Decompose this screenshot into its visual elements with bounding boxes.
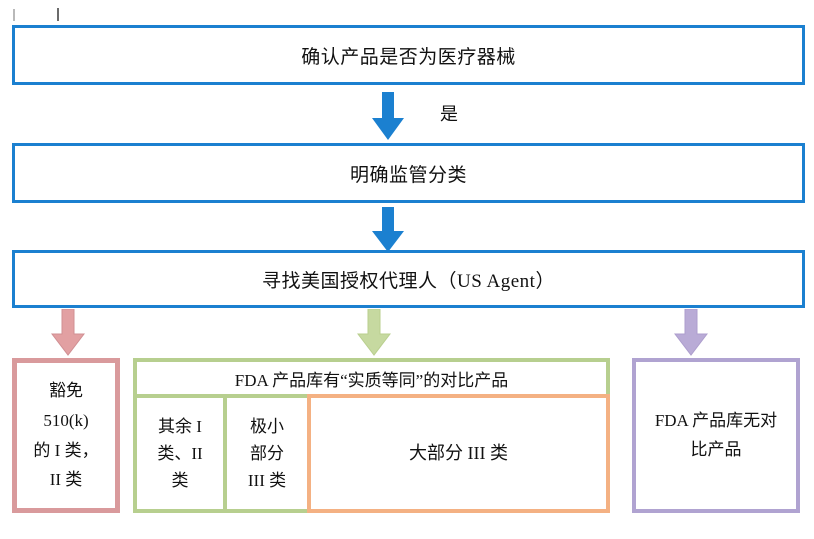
outcome-line: 的 I 类， — [33, 440, 99, 460]
arrow-down-icon — [371, 92, 405, 141]
outcome-line: II 类 — [49, 470, 83, 490]
outcome-group-body: 其余 I 类、II 类 极小 部分 III 类 大部分 III 类 — [137, 394, 610, 513]
arrow-down-icon — [51, 309, 85, 356]
outcome-box-text: 豁免 510(k) 的 I 类， II 类 — [33, 376, 98, 495]
outcome-line: 大部分 III 类 — [409, 443, 508, 464]
process-box-label: 寻找美国授权代理人（US Agent） — [262, 270, 555, 292]
process-box-label: 确认产品是否为医疗器械 — [301, 46, 516, 68]
outcome-cell-most-class-iii[interactable]: 大部分 III 类 — [307, 394, 610, 513]
outcome-cell-small-part-class-iii[interactable]: 极小 部分 III 类 — [227, 398, 307, 509]
process-box-label: 明确监管分类 — [349, 164, 467, 186]
outcome-line: 类 — [171, 471, 189, 491]
outcome-cell-text: 极小 部分 III 类 — [248, 413, 286, 495]
ruler-tick-mark — [13, 9, 15, 21]
process-box-regulatory-class[interactable]: 明确监管分类 — [12, 143, 805, 203]
outcome-line: 部分 — [249, 443, 284, 463]
ruler-tick-mark — [57, 8, 59, 21]
outcome-group-header: FDA 产品库有“实质等同”的对比产品 — [137, 362, 606, 398]
outcome-box-exempt-510k[interactable]: 豁免 510(k) 的 I 类， II 类 — [12, 358, 120, 513]
outcome-line: 类、II — [157, 443, 203, 463]
outcome-line: 510(k) — [43, 410, 89, 430]
outcome-box-no-predicate[interactable]: FDA 产品库无对 比产品 — [632, 358, 800, 513]
outcome-cell-text: 其余 I 类、II 类 — [157, 413, 202, 495]
outcome-line: FDA 产品库无对 — [654, 411, 778, 431]
outcome-line: 极小 — [249, 416, 284, 436]
outcome-line: 豁免 — [48, 381, 83, 400]
process-box-us-agent[interactable]: 寻找美国授权代理人（US Agent） — [12, 250, 805, 308]
outcome-cell-remaining-class-i-ii[interactable]: 其余 I 类、II 类 — [137, 398, 227, 509]
arrow-down-icon — [674, 309, 708, 356]
outcome-line: III 类 — [247, 471, 287, 491]
outcome-group-substantially-equivalent[interactable]: FDA 产品库有“实质等同”的对比产品 其余 I 类、II 类 极小 部分 II… — [133, 358, 610, 513]
outcome-line: 其余 I — [158, 416, 202, 436]
connector-label-yes: 是 — [440, 104, 458, 124]
outcome-box-text: FDA 产品库无对 比产品 — [655, 407, 777, 463]
arrow-down-icon — [357, 309, 391, 356]
process-box-confirm-device[interactable]: 确认产品是否为医疗器械 — [12, 25, 805, 85]
arrow-down-icon — [371, 207, 405, 253]
outcome-line: 比产品 — [690, 439, 742, 459]
outcome-cell-text: 大部分 III 类 — [409, 439, 508, 468]
